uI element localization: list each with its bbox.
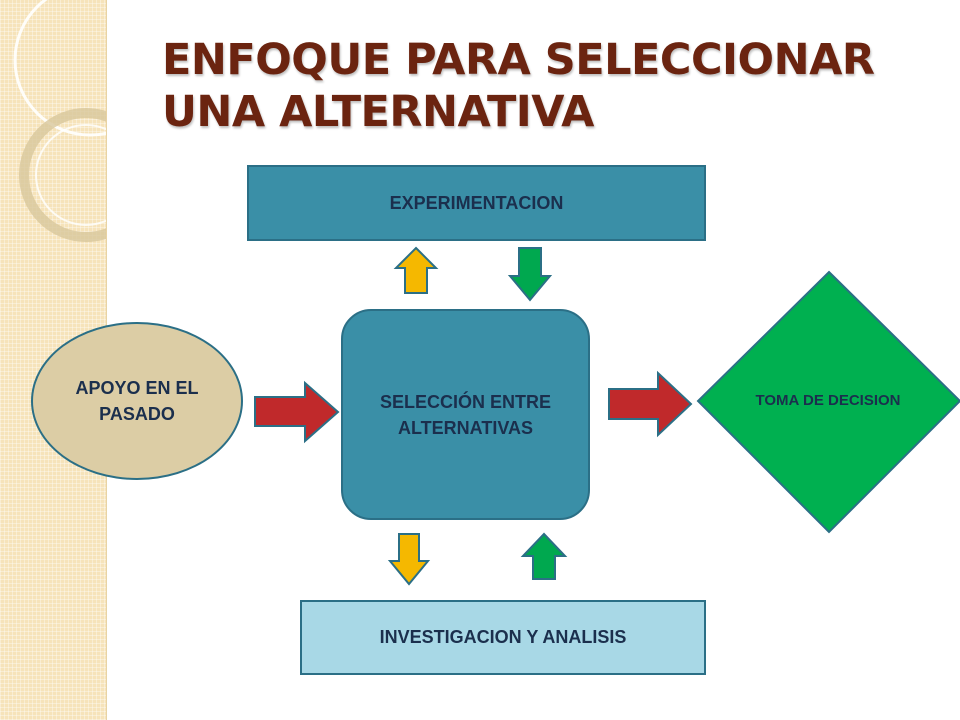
node-toma-label: TOMA DE DECISION — [748, 370, 908, 432]
arrow-right-red-icon — [254, 380, 340, 444]
node-apoyo-label: APOYO EN EL PASADO — [75, 378, 199, 424]
decorative-rings — [13, 0, 106, 242]
decision-diamond — [696, 270, 960, 534]
arrow-down-green-icon — [507, 247, 553, 302]
node-apoyo: APOYO EN EL PASADO — [31, 322, 243, 480]
arrow-up-yellow-icon — [393, 246, 439, 294]
arrow-right-red-icon — [608, 370, 693, 438]
arrow-up-green-icon — [520, 532, 568, 580]
node-toma-text: TOMA DE DECISION — [755, 392, 901, 409]
node-experimentacion-label: EXPERIMENTACION — [389, 192, 564, 213]
arrow-down-yellow-icon — [387, 533, 431, 586]
node-seleccion-label: SELECCIÓN ENTRE ALTERNATIVAS — [379, 391, 552, 438]
page-title: ENFOQUE PARA SELECCIONAR UNA ALTERNATIVA — [162, 34, 942, 138]
node-seleccion: SELECCIÓN ENTRE ALTERNATIVAS — [341, 309, 590, 520]
node-experimentacion: EXPERIMENTACION — [247, 165, 706, 241]
node-investigacion: INVESTIGACION Y ANALISIS — [300, 600, 706, 675]
node-investigacion-label: INVESTIGACION Y ANALISIS — [379, 627, 627, 647]
title-line-1: ENFOQUE PARA SELECCIONAR — [162, 35, 875, 85]
title-line-2: UNA ALTERNATIVA — [162, 87, 594, 137]
